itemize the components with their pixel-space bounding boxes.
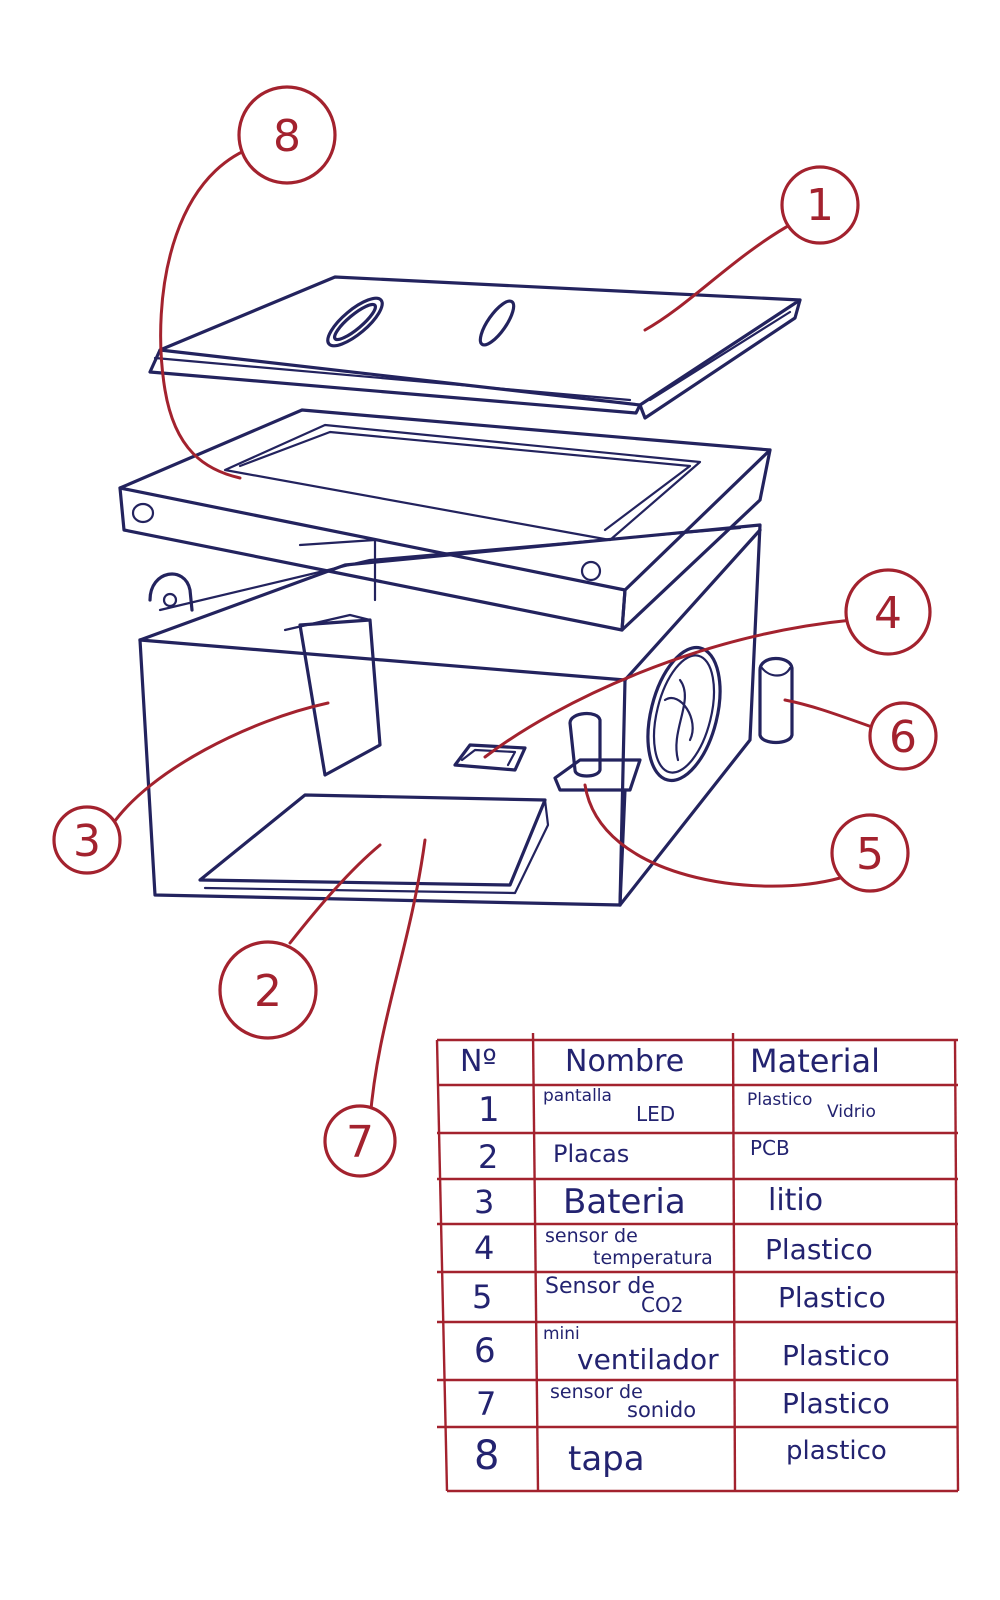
callout-7: 7 — [325, 1106, 395, 1176]
callout-8: 8 — [239, 87, 335, 183]
row-2-name: Placas — [553, 1142, 629, 1166]
row-6-name-line1: mini — [543, 1326, 580, 1343]
row-6-material: Plastico — [782, 1342, 890, 1370]
callout-1: 1 — [782, 167, 858, 243]
row-5-name-line1: Sensor de — [545, 1276, 655, 1298]
row-1-num: 1 — [478, 1093, 500, 1127]
callout-5: 5 — [832, 815, 908, 891]
row-1-name-line1: pantalla — [543, 1088, 612, 1105]
header-name: Nombre — [565, 1047, 684, 1077]
top-plate-part-1 — [150, 277, 800, 418]
row-5-name-line2: CO2 — [641, 1295, 683, 1315]
row-4-name-line1: sensor de — [545, 1227, 638, 1246]
row-8-material: plastico — [786, 1438, 887, 1464]
row-7-name-line2: sonido — [627, 1400, 696, 1421]
row-4-name-line2: temperatura — [593, 1249, 713, 1268]
callout-2: 2 — [220, 942, 316, 1038]
callout-8-number: 8 — [273, 111, 301, 162]
callout-2-number: 2 — [254, 966, 282, 1017]
row-2-material: PCB — [750, 1138, 790, 1158]
header-material: Material — [750, 1045, 880, 1077]
row-1-material-line1: Plastico — [747, 1092, 812, 1109]
row-5-material: Plastico — [778, 1284, 886, 1312]
row-5-num: 5 — [472, 1281, 492, 1313]
callout-1-number: 1 — [806, 180, 834, 231]
row-6-num: 6 — [474, 1334, 496, 1368]
row-1-name-line2: LED — [636, 1104, 675, 1124]
row-4-material: Plastico — [765, 1236, 873, 1264]
row-4-num: 4 — [474, 1232, 494, 1264]
row-3-num: 3 — [474, 1186, 494, 1218]
row-3-name: Bateria — [563, 1185, 686, 1219]
box-body — [140, 525, 792, 905]
callout-4-number: 4 — [874, 588, 902, 639]
row-7-material: Plastico — [782, 1390, 890, 1418]
row-2-num: 2 — [478, 1141, 498, 1173]
callout-4: 4 — [846, 570, 930, 654]
row-8-name: tapa — [568, 1442, 645, 1476]
row-7-num: 7 — [476, 1388, 496, 1420]
row-6-name-line2: ventilador — [577, 1346, 719, 1374]
callout-7-number: 7 — [346, 1117, 374, 1168]
row-1-material-line2: Vidrio — [827, 1104, 876, 1121]
callout-5-number: 5 — [856, 829, 884, 880]
header-num: Nº — [460, 1047, 497, 1077]
row-3-material: litio — [768, 1186, 823, 1216]
callout-6-number: 6 — [889, 712, 917, 763]
callout-6: 6 — [870, 703, 936, 769]
row-8-num: 8 — [474, 1436, 499, 1476]
callout-3: 3 — [54, 807, 120, 873]
callout-3-number: 3 — [73, 816, 101, 867]
